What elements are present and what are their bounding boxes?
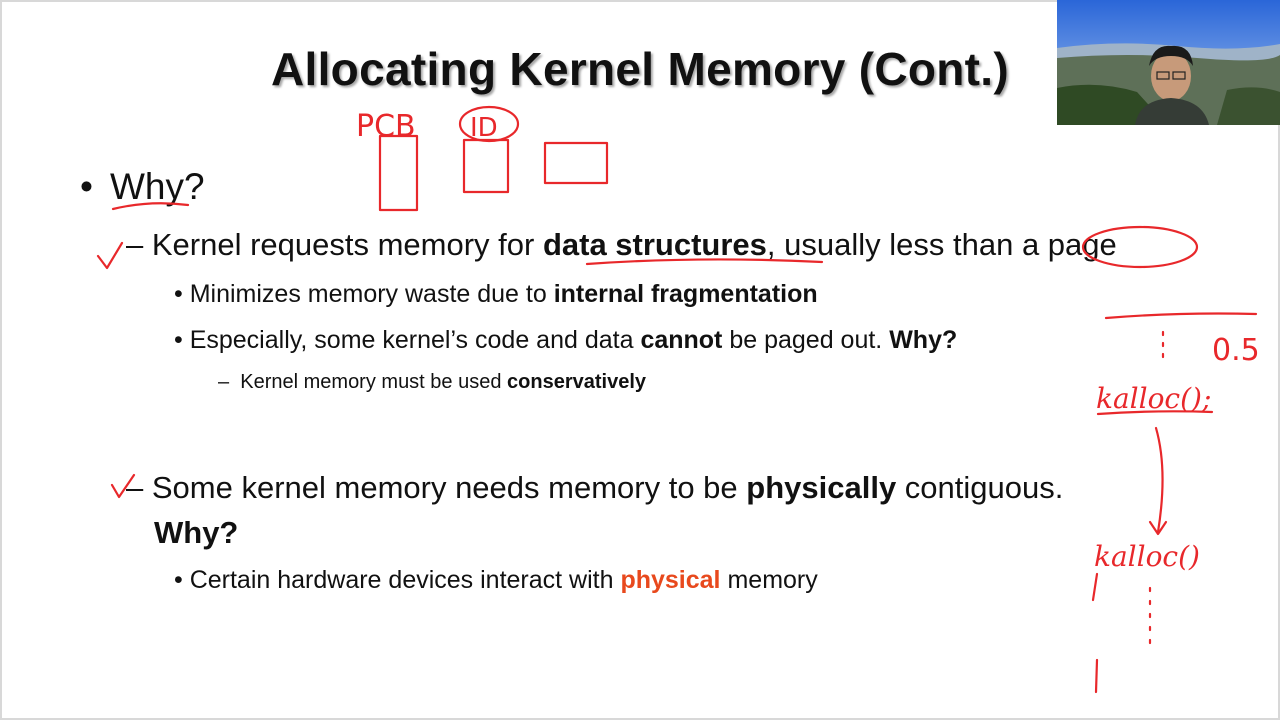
kalloc-label-2: kalloc()	[1094, 540, 1200, 573]
highlight-text: physical	[620, 566, 721, 594]
bullet-text: be paged out.	[722, 326, 890, 354]
bold-text: internal fragmentation	[553, 280, 818, 308]
checkmark-icon	[96, 241, 124, 270]
bold-text: conservatively	[507, 371, 647, 393]
bullet-text: Minimizes memory waste due to	[189, 280, 554, 308]
bullet-text: Kernel requests memory for	[151, 227, 543, 262]
a-page-circle	[1081, 225, 1199, 269]
bullet-text: Some kernel memory needs memory to be	[151, 470, 747, 505]
empty-box-drawing	[543, 141, 609, 185]
why-text: Why?	[110, 166, 205, 207]
bullet-dot-icon: •	[174, 280, 190, 308]
bullet-text: memory	[720, 566, 818, 594]
slide-title: Allocating Kernel Memory (Cont.)	[271, 43, 1009, 95]
bold-text: Why?	[154, 515, 239, 550]
data-structures-underline	[585, 258, 824, 266]
brace-bottom	[1094, 658, 1099, 694]
bullet-text: Certain hardware devices interact with	[189, 566, 621, 594]
bold-text: cannot	[640, 326, 723, 354]
bullet-dot-icon: •	[80, 166, 93, 207]
checkmark-icon	[110, 473, 136, 499]
bullet-why-2: Why?	[154, 515, 238, 551]
arrow-head-icon	[1148, 520, 1168, 536]
bullet-text: , usually less than a page	[766, 227, 1117, 262]
page-line-drawing	[1104, 312, 1258, 320]
brace-top	[1091, 572, 1099, 602]
id-box-drawing	[462, 138, 510, 194]
bullet-text: Kernel memory must be used	[240, 371, 508, 393]
dash-icon: –	[126, 227, 152, 262]
bold-text: Why?	[889, 326, 958, 354]
bold-text: physically	[746, 470, 897, 505]
id-label: ID	[470, 113, 498, 143]
arrow-line	[1154, 426, 1164, 534]
bullet-dot-icon: •	[174, 566, 190, 594]
id-circle-drawing	[458, 105, 520, 143]
half-label: 0.5	[1212, 333, 1260, 368]
sub-bullet-hardware: • Certain hardware devices interact with…	[174, 566, 818, 595]
bullet-physically-contiguous: – Some kernel memory needs memory to be …	[126, 470, 1063, 506]
kalloc-underline	[1096, 410, 1214, 416]
sub-bullet-minimizes: • Minimizes memory waste due to internal…	[174, 280, 818, 309]
bullet-kernel-requests: – Kernel requests memory for data struct…	[126, 227, 1117, 263]
bullet-text: Especially, some kernel’s code and data	[189, 326, 641, 354]
bullet-why: • Why?	[80, 166, 205, 208]
dash-icon: –	[218, 371, 241, 393]
pcb-box-drawing	[378, 134, 419, 212]
sub-sub-bullet-conservatively: – Kernel memory must be used conservativ…	[218, 371, 646, 394]
kalloc-label-1: kalloc();	[1096, 382, 1211, 415]
sub-bullet-especially: • Especially, some kernel’s code and dat…	[174, 326, 957, 355]
bullet-text: contiguous.	[896, 470, 1064, 505]
why-underline	[111, 202, 190, 211]
pcb-label: PCB	[356, 109, 416, 144]
webcam-video	[1057, 0, 1280, 125]
bold-text: data structures	[542, 227, 767, 262]
bullet-dot-icon: •	[174, 326, 190, 354]
webcam-scene-image	[1057, 0, 1280, 125]
